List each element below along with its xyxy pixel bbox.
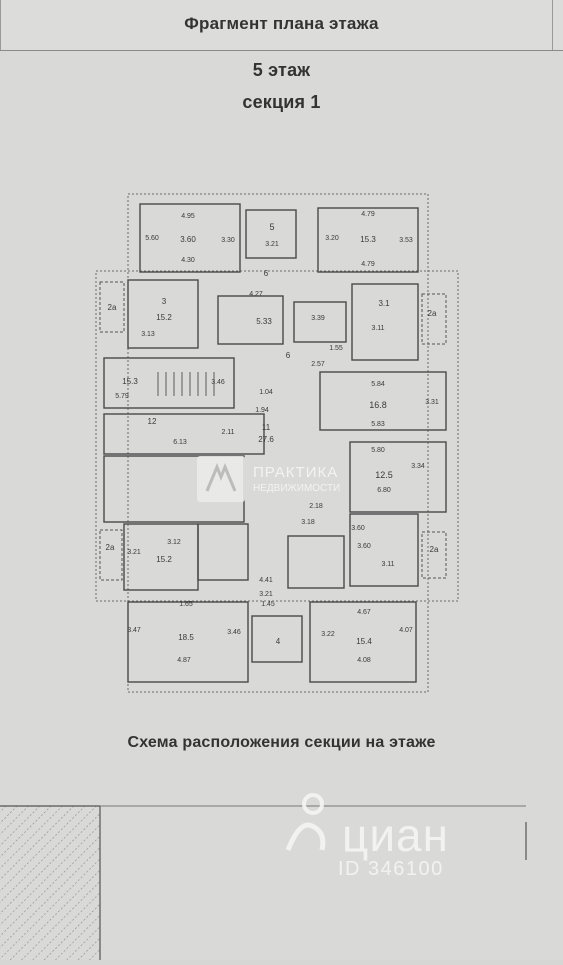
room-number: 5 bbox=[269, 222, 274, 232]
agency-name: ПРАКТИКА bbox=[253, 464, 339, 481]
dim-label: 1.65 bbox=[179, 601, 193, 608]
dim-label: 4.95 bbox=[181, 213, 195, 220]
floor-plan: 4.95 5.60 4.30 3.30 3.60 5 3.21 4.79 3.2… bbox=[88, 186, 468, 698]
dim-label: 3.46 bbox=[211, 379, 225, 386]
room-number: 2а bbox=[108, 303, 117, 312]
area-label: 27.6 bbox=[258, 435, 274, 444]
agency-subtitle: НЕДВИЖИМОСТИ bbox=[253, 483, 341, 494]
header-divider bbox=[552, 0, 553, 50]
dim-label: 3.13 bbox=[141, 331, 155, 338]
dim-label: 3.46 bbox=[227, 629, 241, 636]
agency-watermark: ПРАКТИКА НЕДВИЖИМОСТИ bbox=[197, 455, 367, 503]
area-label: 3.60 bbox=[180, 235, 196, 244]
dim-label: 4.30 bbox=[181, 257, 195, 264]
plan-outline bbox=[95, 193, 459, 693]
dim-label: 3.31 bbox=[425, 399, 439, 406]
dim-label: 3.21 bbox=[265, 241, 279, 248]
plan-fragment-title: Фрагмент плана этажа bbox=[184, 14, 379, 33]
cian-brand: циан bbox=[342, 809, 450, 861]
dim-label: 1.45 bbox=[261, 601, 275, 608]
staircase bbox=[157, 372, 215, 396]
dim-label: 3.60 bbox=[357, 543, 371, 550]
dim-label: 4.27 bbox=[249, 291, 263, 298]
room-number: 12 bbox=[148, 417, 157, 426]
room-number: 11 bbox=[262, 423, 271, 432]
room-number: 6 bbox=[286, 351, 291, 360]
dim-label: 3.22 bbox=[321, 631, 335, 638]
area-label: 15.2 bbox=[156, 555, 172, 564]
dim-label: 4.41 bbox=[259, 577, 273, 584]
header-divider bbox=[0, 0, 1, 50]
dim-label: 4.07 bbox=[399, 627, 413, 634]
area-label: 3.1 bbox=[378, 299, 390, 308]
dim-label: 5.84 bbox=[371, 381, 385, 388]
dim-label: 3.53 bbox=[399, 237, 413, 244]
floor-plan-drawing: 4.95 5.60 4.30 3.30 3.60 5 3.21 4.79 3.2… bbox=[95, 193, 459, 693]
dim-label: 3.11 bbox=[371, 325, 384, 332]
dim-label: 3.11 bbox=[381, 561, 394, 568]
room-number: 3 bbox=[162, 297, 167, 306]
area-label: 15.3 bbox=[122, 377, 138, 386]
balconies bbox=[99, 281, 447, 581]
hatched-section bbox=[0, 806, 100, 960]
agency-logo-icon bbox=[197, 456, 245, 502]
dim-label: 3.39 bbox=[311, 315, 325, 322]
dim-label: 3.20 bbox=[325, 235, 339, 242]
dim-label: 4.79 bbox=[361, 261, 375, 268]
area-label: 12.5 bbox=[375, 470, 393, 480]
floor-label: 5 этаж bbox=[252, 60, 311, 80]
dim-label: 6.13 bbox=[173, 439, 187, 446]
dim-label: 1.04 bbox=[259, 389, 273, 396]
room-number: 4 bbox=[276, 637, 281, 646]
dim-label: 4.87 bbox=[177, 657, 191, 664]
dim-label: 2.57 bbox=[311, 361, 325, 368]
dim-label: 3.21 bbox=[259, 591, 273, 598]
cian-watermark: циан ID 346100 bbox=[282, 786, 492, 886]
room-walls bbox=[103, 203, 447, 683]
area-label: 5.33 bbox=[256, 317, 272, 326]
dim-label: 3.12 bbox=[167, 539, 181, 546]
dim-label: 3.21 bbox=[127, 549, 141, 556]
area-label: 15.3 bbox=[360, 235, 376, 244]
dim-label: 3.60 bbox=[351, 525, 365, 532]
area-label: 16.8 bbox=[369, 400, 387, 410]
dim-label: 5.79 bbox=[115, 393, 129, 400]
dim-label: 1.94 bbox=[255, 407, 269, 414]
dim-label: 1.55 bbox=[329, 345, 343, 352]
dim-label: 5.83 bbox=[371, 421, 385, 428]
room-number: 2а bbox=[428, 309, 437, 318]
room-number: 2а bbox=[430, 545, 439, 554]
area-label: 15.2 bbox=[156, 313, 172, 322]
scheme-title: Схема расположения секции на этаже bbox=[127, 734, 436, 751]
dim-label: 6.80 bbox=[377, 487, 391, 494]
dim-label: 3.47 bbox=[127, 627, 141, 634]
area-label: 15.4 bbox=[356, 637, 372, 646]
dim-label: 3.34 bbox=[411, 463, 425, 470]
header-band bbox=[0, 0, 563, 51]
room-labels: 4.95 5.60 4.30 3.30 3.60 5 3.21 4.79 3.2… bbox=[106, 211, 439, 664]
dim-label: 5.80 bbox=[371, 447, 385, 454]
dim-label: 2.11 bbox=[221, 429, 234, 436]
dim-label: 2.18 bbox=[309, 503, 323, 510]
dim-label: 3.30 bbox=[221, 237, 235, 244]
dim-label: 4.79 bbox=[361, 211, 375, 218]
section-location-scheme bbox=[0, 800, 563, 960]
room-number: 6 bbox=[264, 269, 269, 278]
listing-id: ID 346100 bbox=[338, 858, 444, 880]
area-label: 18.5 bbox=[178, 633, 194, 642]
dim-label: 4.67 bbox=[357, 609, 371, 616]
dim-label: 3.18 bbox=[301, 519, 315, 526]
location-pin-icon bbox=[285, 793, 326, 851]
dim-label: 5.60 bbox=[145, 235, 159, 242]
room-number: 2а bbox=[106, 543, 115, 552]
section-label: секция 1 bbox=[242, 92, 321, 112]
dim-label: 4.08 bbox=[357, 657, 371, 664]
